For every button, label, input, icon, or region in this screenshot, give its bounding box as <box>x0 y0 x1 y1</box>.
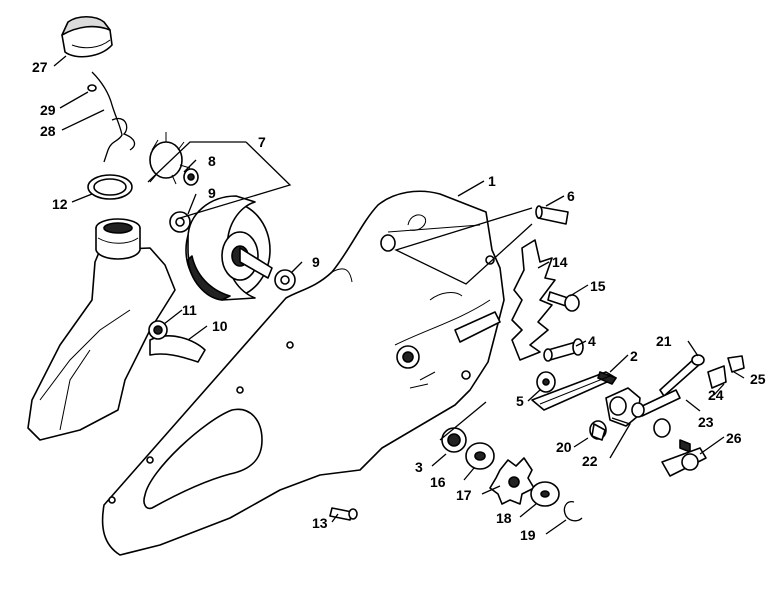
nut-part-5 <box>536 371 556 393</box>
spool-part-20 <box>589 420 607 441</box>
callout-17: 17 <box>456 487 472 503</box>
adjusting-screw-part-21 <box>659 354 705 397</box>
pin-part-6 <box>535 205 569 225</box>
callout-19: 19 <box>520 527 536 543</box>
bushing-part-3 <box>441 427 467 453</box>
callout-1: 1 <box>488 173 496 189</box>
callout-21: 21 <box>656 333 672 349</box>
spur-sprocket-part <box>489 457 535 505</box>
e-clip-part <box>563 501 583 522</box>
fuel-tank-part <box>27 218 206 441</box>
washer-part-16 <box>465 442 495 470</box>
callout-15: 15 <box>590 278 606 294</box>
tank-cap-part <box>61 15 113 58</box>
needle-bearing-part-8 <box>183 168 199 186</box>
tensioner-block-part-24 <box>707 365 727 389</box>
callout-26: 26 <box>726 430 742 446</box>
thrust-pad-part-25 <box>727 355 745 373</box>
o-ring-part <box>87 174 133 200</box>
pinion-part <box>149 132 191 185</box>
callout-8: 8 <box>208 153 216 169</box>
callout-29: 29 <box>40 102 56 118</box>
adjusting-slide-part <box>531 371 617 411</box>
collar-screw-part-4 <box>543 338 584 362</box>
sprocket-cover-part <box>101 190 505 556</box>
callout-9a: 9 <box>208 185 216 201</box>
callout-6: 6 <box>567 188 575 204</box>
callout-22: 22 <box>582 453 598 469</box>
callout-5: 5 <box>516 393 524 409</box>
washer-part-9b <box>274 269 296 291</box>
callout-13: 13 <box>312 515 328 531</box>
callout-3: 3 <box>415 459 423 475</box>
washer-part-9a <box>169 211 191 233</box>
callout-14: 14 <box>552 254 568 270</box>
callout-28: 28 <box>40 123 56 139</box>
callout-2: 2 <box>630 348 638 364</box>
callout-27: 27 <box>32 59 48 75</box>
callout-10: 10 <box>212 318 228 334</box>
callout-11: 11 <box>182 302 197 318</box>
bushing-part-11 <box>148 320 168 340</box>
callout-25: 25 <box>750 371 766 387</box>
adjusting-screw-part-23 <box>631 389 681 418</box>
callout-labels: 1 2 3 4 5 6 7 8 9 9 10 11 12 13 14 15 16… <box>32 59 766 543</box>
callout-24: 24 <box>708 387 724 403</box>
callout-4: 4 <box>588 333 596 349</box>
callout-9b: 9 <box>312 254 320 270</box>
callout-7: 7 <box>258 134 266 150</box>
callout-16: 16 <box>430 474 446 490</box>
screw-part-15 <box>547 291 580 312</box>
callout-23: 23 <box>698 414 714 430</box>
bumper-spike-part <box>511 239 556 361</box>
screw-part-29 <box>87 84 97 92</box>
callout-18: 18 <box>496 510 512 526</box>
leader-lines <box>53 55 745 535</box>
callout-20: 20 <box>556 439 572 455</box>
clutch-drum-part <box>185 195 273 301</box>
callout-12: 12 <box>52 196 68 212</box>
washer-part-18 <box>530 481 560 507</box>
retaining-strap-part <box>91 71 136 163</box>
tensioner-part-26 <box>653 418 707 477</box>
